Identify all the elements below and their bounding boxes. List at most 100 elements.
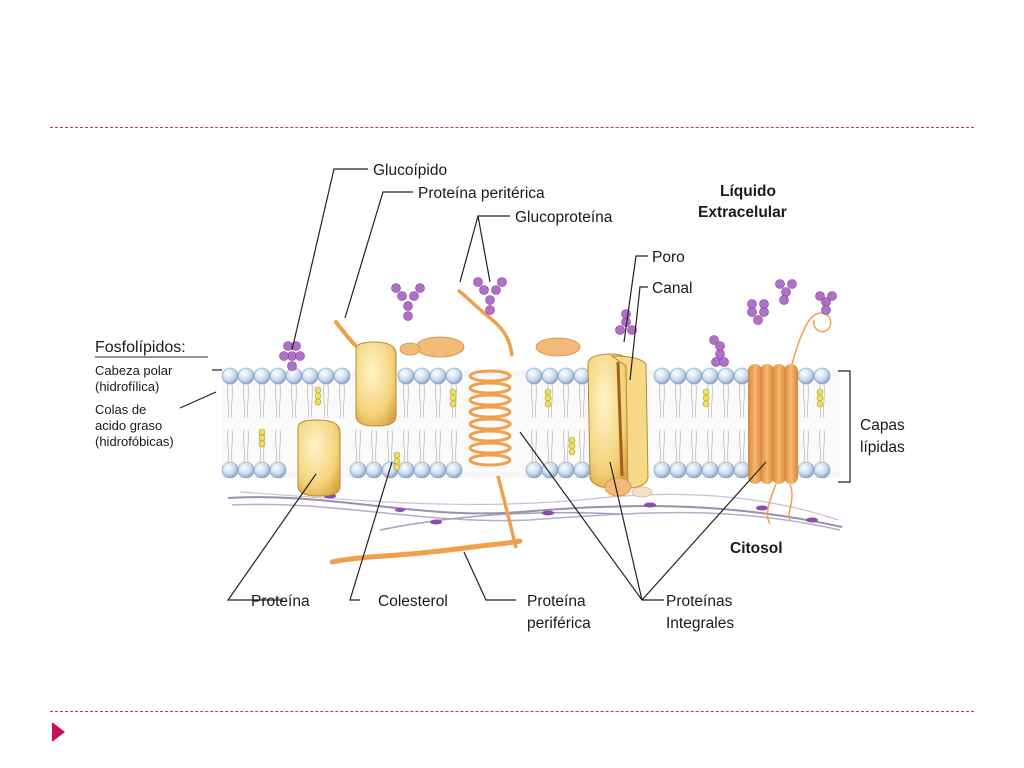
phospholipid-head — [541, 367, 559, 385]
phospholipid-head — [333, 367, 351, 385]
sugar-bead — [815, 291, 825, 301]
sugar-bead — [759, 299, 769, 309]
label-canal: Canal — [652, 280, 693, 297]
label-hidrofobicas: (hidrofóbicas) — [95, 434, 174, 449]
phospholipid-head — [221, 461, 239, 479]
label-proteina-periferica-top: Proteína peritérica — [418, 185, 545, 202]
phospholipid-head — [365, 461, 383, 479]
sugar-bead — [711, 357, 721, 367]
phospholipid-head — [797, 367, 815, 385]
phospholipid-head — [301, 367, 319, 385]
phospholipid-head — [701, 367, 719, 385]
top-dashed-rule — [50, 127, 974, 128]
peripheral-protein-blobs-top — [399, 336, 581, 358]
lipid-tail-pair — [546, 429, 554, 463]
phospholipid-head — [557, 461, 575, 479]
sugar-bead — [415, 283, 425, 293]
sugar-bead — [279, 351, 289, 361]
label-liquido: Líquido — [720, 183, 776, 200]
peripheral-protein-strand-top — [334, 320, 358, 348]
helix-coil — [468, 405, 512, 419]
sugar-bead — [615, 325, 625, 335]
sugar-bead — [747, 307, 757, 317]
phospholipid-head — [525, 367, 543, 385]
sugar-bead — [759, 307, 769, 317]
phospholipid-head — [397, 367, 415, 385]
label-poro: Poro — [652, 249, 685, 266]
phospholipid-head — [429, 461, 447, 479]
lipid-tail-pair — [674, 383, 682, 419]
lipid-tail-pair — [402, 383, 410, 419]
helix-coil — [468, 417, 512, 431]
sugar-bead — [485, 295, 495, 305]
lipid-tail-pair — [738, 429, 746, 463]
lipid-tail-pair — [290, 383, 298, 419]
phospholipid-head — [237, 461, 255, 479]
sugar-bead — [781, 287, 791, 297]
lipid-tail-pair — [578, 383, 586, 419]
phospholipid-head — [317, 367, 335, 385]
label-colas-de: Colas de — [95, 402, 146, 417]
lipid-tail-pair — [562, 429, 570, 463]
lipid-tail-pair — [530, 429, 538, 463]
phospholipid-head — [573, 461, 591, 479]
label-lipidas: lípidas — [860, 439, 905, 456]
phospholipid-head — [813, 461, 831, 479]
sugar-bead — [753, 315, 763, 325]
sugar-bead — [715, 341, 725, 351]
phospholipid-head — [221, 367, 239, 385]
lipid-tail-pair — [722, 383, 730, 419]
lipid-tail-pair — [370, 429, 378, 463]
helix-coil — [468, 441, 512, 455]
integral-protein-block-bottom — [297, 419, 341, 497]
label-extracelular: Extracelular — [698, 204, 787, 221]
sugar-bead — [295, 351, 305, 361]
sugar-bead — [621, 309, 631, 319]
lipid-tail-pair — [338, 383, 346, 419]
fatty-acid-tails — [226, 383, 826, 463]
phospholipid-head — [445, 367, 463, 385]
phospholipid-head — [253, 367, 271, 385]
lipid-tail-pair — [226, 383, 234, 419]
phospholipid-head — [701, 461, 719, 479]
phospholipid-head — [429, 367, 447, 385]
slide-bullet-arrow-icon[interactable] — [52, 722, 65, 742]
sugar-bead — [627, 325, 637, 335]
sugar-bead — [403, 311, 413, 321]
sugar-bead — [747, 299, 757, 309]
sugar-bead — [787, 279, 797, 289]
phospholipid-head — [733, 461, 751, 479]
lipid-tail-pair — [690, 383, 698, 419]
label-capas: Capas — [860, 417, 905, 434]
phospholipid-head — [733, 367, 751, 385]
helix-coil — [468, 381, 512, 395]
phospholipid-head — [669, 461, 687, 479]
lipid-tail-pair — [818, 429, 826, 463]
lipid-tail-pair — [674, 429, 682, 463]
lipid-tail-pair — [386, 429, 394, 463]
phospholipid-head — [269, 461, 287, 479]
lipid-tail-pair — [258, 383, 266, 419]
label-cabeza-polar: Cabeza polar — [95, 363, 173, 378]
label-hidrofilica: (hidrofílica) — [95, 379, 159, 394]
helix-coil — [468, 393, 512, 407]
phospholipid-head — [285, 367, 303, 385]
lipid-tail-pair — [242, 383, 250, 419]
lipid-tail-pair — [802, 429, 810, 463]
integral-protein-block-top — [355, 341, 397, 427]
sugar-bead — [403, 301, 413, 311]
label-citosol: Citosol — [730, 540, 783, 557]
lipid-tail-pair — [658, 383, 666, 419]
phospholipid-head — [685, 367, 703, 385]
lipid-tail-pair — [242, 429, 250, 463]
phospholipid-head — [797, 461, 815, 479]
carbohydrate-chains — [279, 277, 837, 371]
phospholipid-head — [237, 367, 255, 385]
integral-protein-helix-bundle — [748, 312, 832, 525]
phospholipid-head — [557, 367, 575, 385]
lipid-tail-pair — [738, 383, 746, 419]
lipid-tail-pair — [274, 383, 282, 419]
lipid-tail-pair — [418, 383, 426, 419]
lipid-tail-pair — [706, 429, 714, 463]
